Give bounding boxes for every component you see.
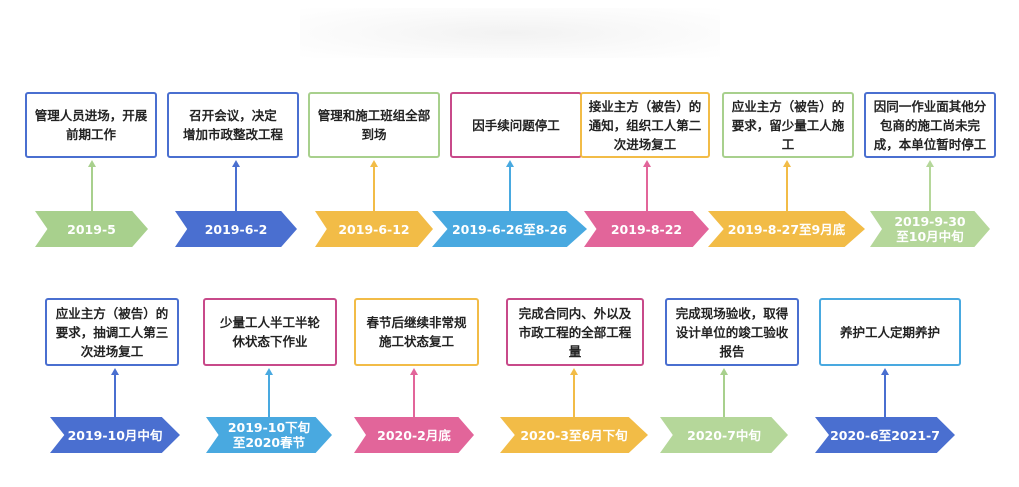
connector-line <box>90 166 93 211</box>
blurred-header-area <box>300 8 720 58</box>
connector-line <box>413 374 415 417</box>
date-chevron: 2019-6-2 <box>175 211 297 247</box>
arrowhead-icon <box>642 160 651 167</box>
event-box: 召开会议，决定 增加市政整改工程 <box>167 92 299 158</box>
date-chevron: 2020-2月底 <box>354 417 474 453</box>
date-chevron: 2019-9-30 至10月中旬 <box>870 211 990 247</box>
event-box: 管理和施工班组全部 到场 <box>308 92 440 158</box>
event-box: 完成合同内、外以及 市政工程的全部工程 量 <box>506 298 644 366</box>
connector-line <box>573 374 575 417</box>
connector-line <box>235 166 237 211</box>
event-box: 管理人员进场，开展 前期工作 <box>25 92 157 158</box>
connector-line <box>785 166 788 211</box>
connector-line <box>645 166 648 211</box>
connector-line <box>723 374 725 417</box>
arrowhead-icon <box>505 160 514 167</box>
date-chevron: 2019-10下旬 至2020春节 <box>206 417 332 453</box>
connector-line <box>373 166 375 211</box>
arrowhead-icon <box>782 160 791 167</box>
event-box: 少量工人半工半轮 休状态下作业 <box>203 298 337 366</box>
event-box: 完成现场验收，取得 设计单位的竣工验收 报告 <box>665 298 799 366</box>
date-chevron: 2019-6-12 <box>315 211 433 247</box>
event-box: 应业主方（被告）的 要求，抽调工人第三 次进场复工 <box>45 298 179 366</box>
connector-line <box>508 166 511 211</box>
arrowhead-icon <box>720 368 728 375</box>
arrowhead-icon <box>370 160 378 167</box>
event-box: 因手续问题停工 <box>450 92 582 158</box>
arrowhead-icon <box>410 368 418 375</box>
arrowhead-icon <box>570 368 578 375</box>
arrowhead-icon <box>232 160 240 167</box>
event-box: 春节后继续非常规 施工状态复工 <box>354 298 479 366</box>
date-chevron: 2019-8-22 <box>584 211 709 247</box>
connector-line <box>929 166 931 211</box>
date-chevron: 2019-5 <box>35 211 148 247</box>
date-chevron: 2020-6至2021-7 <box>815 417 955 453</box>
connector-line <box>884 374 886 417</box>
date-chevron: 2019-10月中旬 <box>50 417 180 453</box>
connector-line <box>114 374 116 417</box>
event-box: 养护工人定期养护 <box>819 298 961 366</box>
date-chevron: 2019-8-27至9月底 <box>708 211 865 247</box>
arrowhead-icon <box>265 368 273 375</box>
event-box: 接业主方（被告）的 通知，组织工人第二 次进场复工 <box>580 92 710 158</box>
connector-line <box>268 374 270 417</box>
date-chevron: 2019-6-26至8-26 <box>432 211 587 247</box>
arrowhead-icon <box>111 368 119 375</box>
arrowhead-icon <box>881 368 889 375</box>
arrowhead-icon <box>926 160 934 167</box>
date-chevron: 2020-3至6月下旬 <box>500 417 648 453</box>
arrowhead-icon <box>87 160 96 167</box>
event-box: 因同一作业面其他分 包商的施工尚未完 成，本单位暂时停工 <box>864 92 996 158</box>
date-chevron: 2020-7中旬 <box>660 417 788 453</box>
event-box: 应业主方（被告）的 要求，留少量工人施 工 <box>722 92 854 158</box>
